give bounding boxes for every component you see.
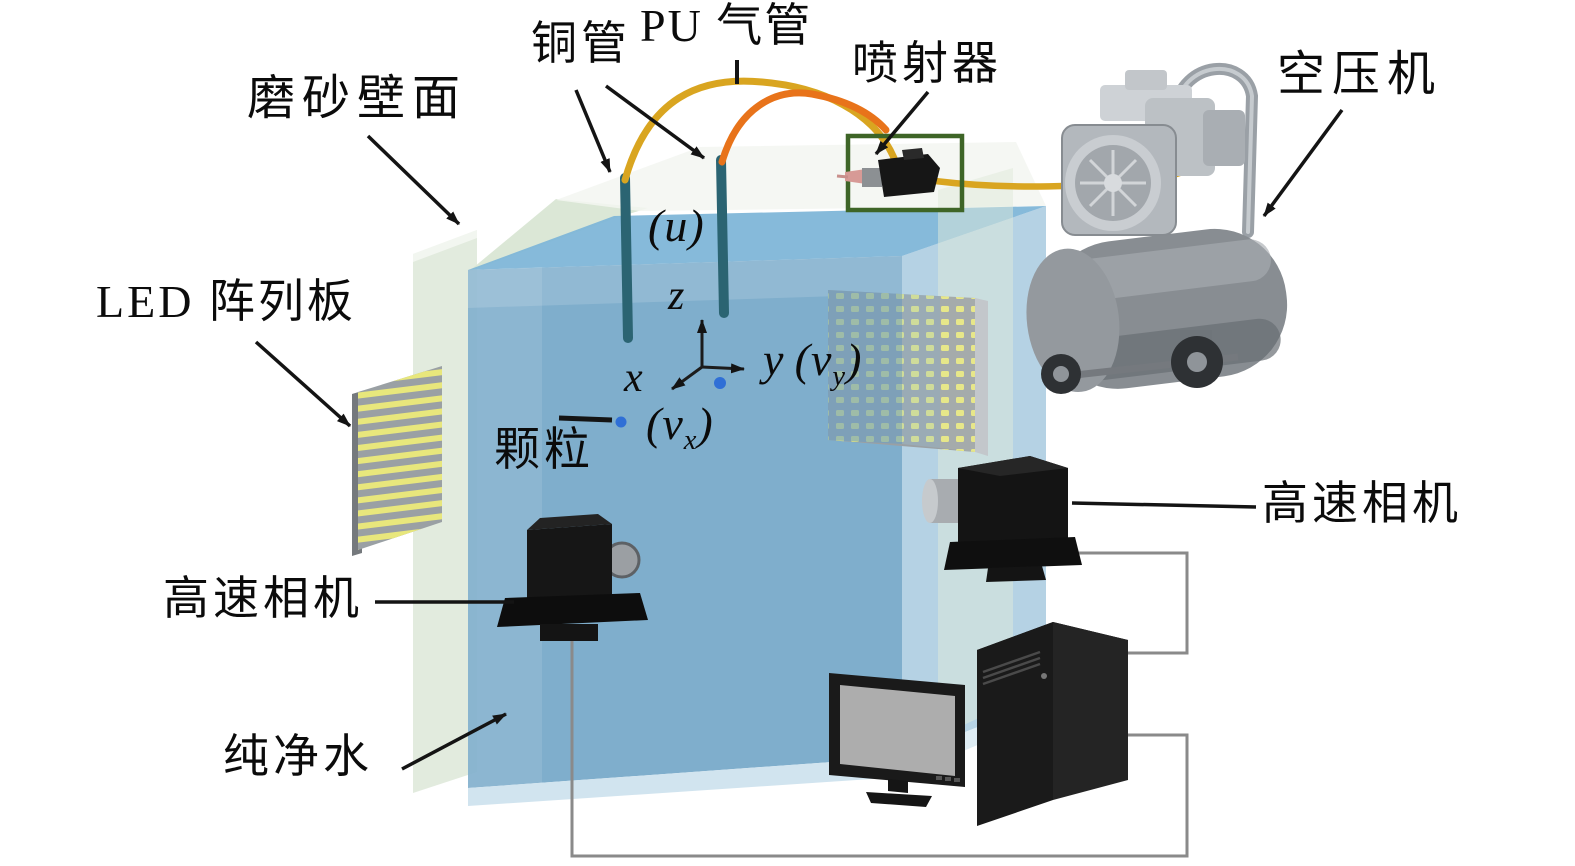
particle-dot bbox=[615, 416, 627, 428]
copper-tube-left bbox=[620, 173, 633, 343]
air-compressor bbox=[1026, 62, 1288, 394]
label-pure-water: 纯净水 bbox=[223, 731, 373, 782]
label-particle: 颗粒 bbox=[494, 424, 594, 475]
pu-tube-orange-arc bbox=[718, 89, 890, 166]
x-axis bbox=[671, 365, 703, 391]
pointer-frosted-wall bbox=[366, 134, 461, 226]
pointer-copper-tube-right bbox=[604, 84, 706, 160]
tower-side bbox=[1053, 622, 1128, 800]
injector-body bbox=[878, 154, 940, 197]
label-high-speed-camera-right: 高速相机 bbox=[1262, 478, 1462, 529]
high-speed-camera-front bbox=[497, 514, 648, 641]
pointer-pure-water bbox=[401, 712, 507, 771]
pointer-particle-dash bbox=[558, 415, 613, 423]
pointer-led-panel bbox=[254, 340, 352, 428]
pointer-injector bbox=[874, 90, 930, 156]
tank-bottom bbox=[468, 757, 902, 806]
label-x-axis: x bbox=[624, 355, 644, 401]
particle-dot bbox=[714, 377, 726, 389]
label-z-axis: z bbox=[668, 273, 686, 319]
label-led-array-panel: LED 阵列板 bbox=[96, 276, 356, 327]
computer-workstation bbox=[829, 622, 1128, 826]
monitor-screen bbox=[840, 685, 955, 776]
monitor-stand-base bbox=[866, 792, 932, 807]
cable-front-camera-to-computer bbox=[570, 640, 1189, 858]
signal-cables bbox=[570, 551, 1189, 858]
label-air-compressor: 空压机 bbox=[1277, 48, 1443, 101]
label-u-velocity: (u) bbox=[648, 200, 705, 251]
label-copper-tube: 铜管 bbox=[531, 18, 631, 69]
camera-side-body bbox=[958, 456, 1068, 546]
high-speed-camera-side bbox=[922, 456, 1082, 582]
camera-front-body bbox=[527, 524, 612, 603]
pointer-air-compressor bbox=[1262, 108, 1344, 218]
pointer-camera-right bbox=[1071, 501, 1257, 509]
pointer-lines bbox=[254, 60, 1344, 771]
coordinate-axes bbox=[671, 319, 745, 391]
label-y-axis-vy: y (vy) bbox=[763, 334, 863, 393]
label-pu-air-tube: PU 气管 bbox=[640, 0, 813, 51]
label-injector: 喷射器 bbox=[852, 38, 1002, 89]
label-frosted-wall: 磨砂壁面 bbox=[247, 72, 468, 125]
pu-tube-yellow-arc bbox=[621, 77, 898, 184]
water-top-face bbox=[468, 206, 1046, 270]
cable-side-camera-to-computer bbox=[1075, 551, 1189, 655]
y-axis bbox=[701, 363, 745, 374]
copper-tube-right bbox=[716, 155, 729, 318]
label-high-speed-camera-left: 高速相机 bbox=[163, 573, 363, 624]
water-front-face bbox=[468, 256, 902, 788]
led-array-panel-right bbox=[828, 290, 988, 456]
tower-front bbox=[977, 622, 1053, 826]
pointer-copper-tube-left bbox=[574, 89, 612, 173]
tracer-particles bbox=[615, 377, 726, 428]
pure-water-tank bbox=[413, 142, 1046, 806]
injector bbox=[836, 133, 965, 213]
copper-tubes bbox=[620, 155, 729, 343]
led-array-panel-left bbox=[352, 366, 442, 556]
label-vx: (vx) bbox=[646, 398, 714, 457]
